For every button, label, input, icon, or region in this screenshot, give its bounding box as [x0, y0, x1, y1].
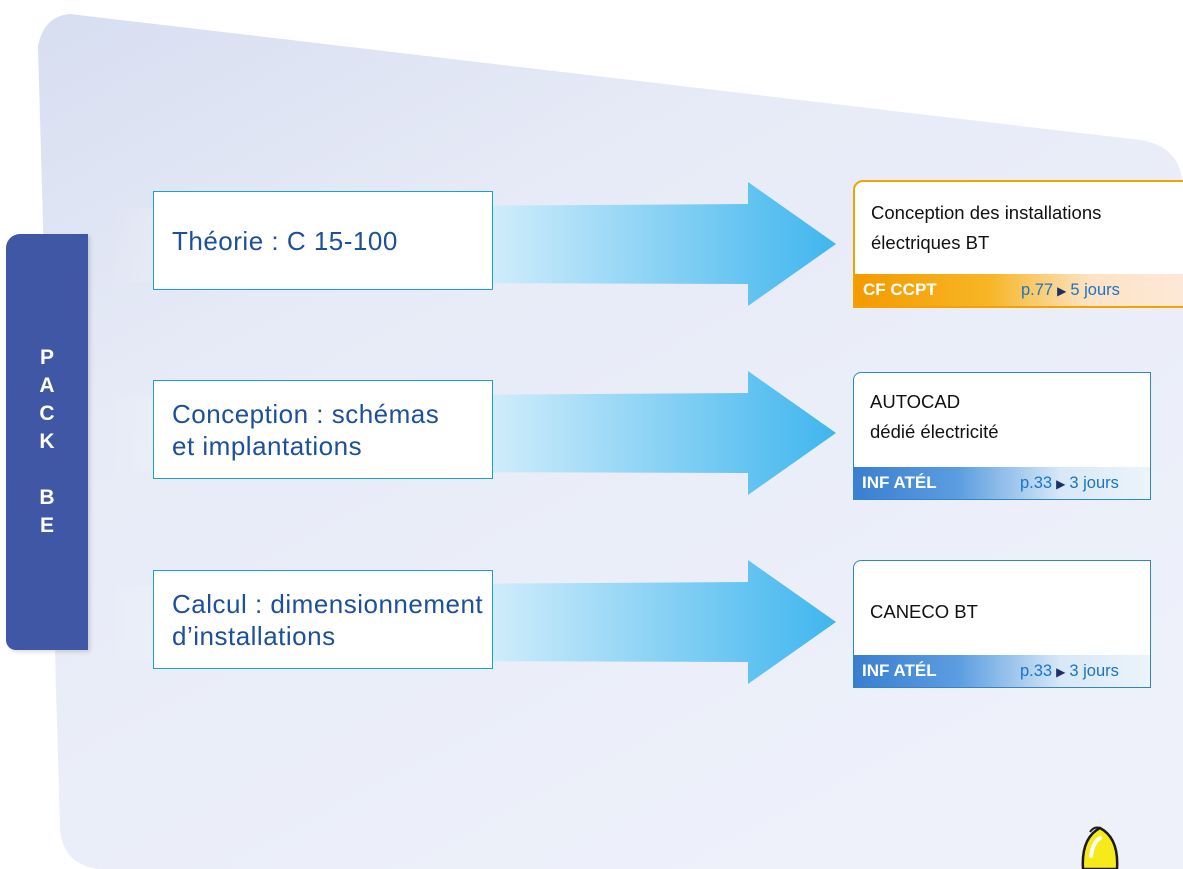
triangle-icon: ▶	[1056, 664, 1066, 679]
topic-box-3: Calcul : dimensionnement d’installations	[153, 570, 493, 669]
course-ref: p.33▶3 jours	[1020, 474, 1119, 493]
course-card-3[interactable]: CANECO BT INF ATÉL p.33▶3 jours	[853, 560, 1151, 688]
topic-text: Théorie : C 15-100	[172, 225, 398, 256]
card-title: AUTOCAD dédié électricité	[870, 391, 999, 442]
duration: 5 jours	[1070, 280, 1120, 299]
course-card-2[interactable]: AUTOCAD dédié électricité INF ATÉL p.33▶…	[853, 372, 1151, 500]
duration: 3 jours	[1069, 661, 1119, 680]
course-ref: p.33▶3 jours	[1020, 662, 1119, 681]
page-ref: p.33	[1020, 661, 1053, 680]
course-code: CF CCPT	[863, 280, 937, 299]
tab-letter: K	[39, 430, 55, 453]
page-ref: p.77	[1021, 280, 1054, 299]
card-footer: INF ATÉL p.33▶3 jours	[854, 655, 1150, 687]
course-code: INF ATÉL	[862, 661, 937, 680]
topic-text: Conception : schémas et implantations	[172, 398, 440, 461]
page-ref: p.33	[1020, 473, 1053, 492]
duration: 3 jours	[1069, 473, 1119, 492]
tab-letter: C	[39, 402, 55, 425]
tab-letter: P	[39, 346, 54, 369]
triangle-icon: ▶	[1057, 283, 1067, 298]
tab-letter: B	[39, 486, 55, 509]
lightbulb-icon	[1081, 826, 1119, 869]
course-card-1[interactable]: Conception des installations électriques…	[853, 180, 1183, 308]
tab-letter: E	[39, 514, 54, 537]
card-footer: CF CCPT p.77▶5 jours	[855, 274, 1183, 306]
tab-letter: A	[39, 374, 55, 397]
course-code: INF ATÉL	[862, 473, 937, 492]
topic-box-1: Théorie : C 15-100	[153, 191, 493, 290]
topic-box-2: Conception : schémas et implantations	[153, 380, 493, 479]
card-title: Conception des installations électriques…	[871, 202, 1102, 253]
triangle-icon: ▶	[1056, 476, 1066, 491]
card-footer: INF ATÉL p.33▶3 jours	[854, 467, 1150, 499]
card-title: CANECO BT	[870, 601, 978, 622]
pack-be-tab: P A C K B E	[6, 234, 88, 650]
topic-text: Calcul : dimensionnement d’installations	[172, 588, 484, 651]
course-ref: p.77▶5 jours	[1021, 281, 1120, 300]
